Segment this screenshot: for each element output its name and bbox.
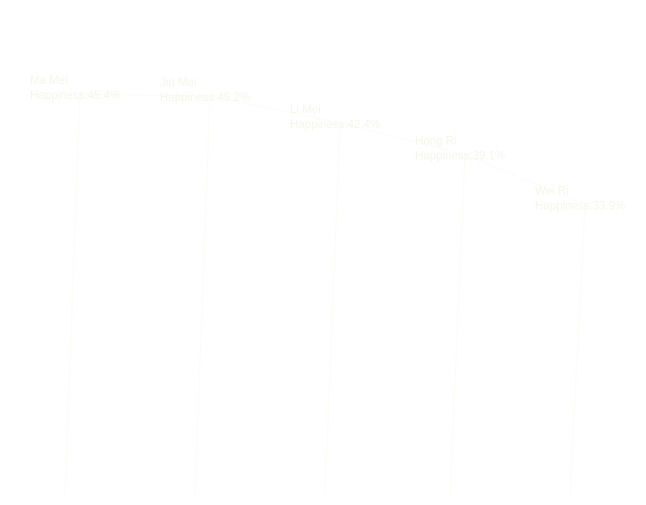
point-label-name-0: Ma Mei xyxy=(30,75,68,87)
guide-line-2 xyxy=(324,122,341,496)
point-label-value-0: Happiness:45.4% xyxy=(30,90,120,102)
point-label-value-2: Happiness:42.4% xyxy=(290,119,380,131)
point-label-value-3: Happiness:39.1% xyxy=(415,151,505,163)
guide-line-1 xyxy=(194,96,211,496)
point-label-name-2: Li Mei xyxy=(290,104,321,116)
point-label-value-1: Happiness:45.2% xyxy=(160,92,250,104)
point-label-name-4: Wei Ri xyxy=(535,186,569,198)
guide-line-0 xyxy=(64,94,81,496)
guide-line-3 xyxy=(449,154,466,496)
point-label-value-4: Happiness:33.9% xyxy=(535,201,625,213)
point-label-name-3: Hong Ri xyxy=(415,136,457,148)
happiness-series-line xyxy=(79,93,586,206)
guide-line-4 xyxy=(569,204,586,496)
point-label-name-1: Jin Mei xyxy=(160,77,196,89)
